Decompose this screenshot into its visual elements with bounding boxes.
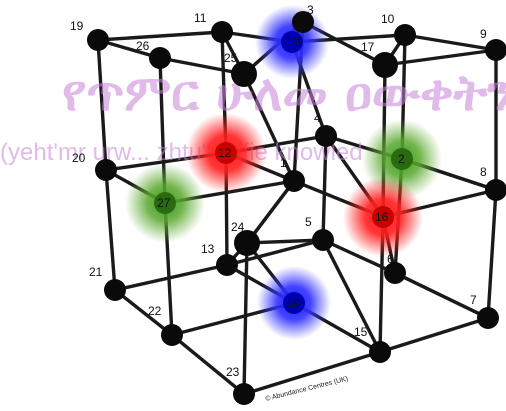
- node-19: [87, 29, 109, 51]
- node-label-1: 1: [280, 156, 287, 170]
- node-label-12: 12: [218, 146, 232, 160]
- node-27: [154, 192, 176, 214]
- node-13: [216, 254, 238, 276]
- node-4: [315, 125, 337, 147]
- edge-24-23: [242, 241, 249, 396]
- node-label-25: 25: [224, 51, 238, 65]
- node-22: [161, 324, 183, 346]
- watermark-transliteration: (yeht'mr urw... zhtu"unifie knowled: [0, 139, 363, 166]
- node-20: [95, 159, 117, 181]
- node-9: [485, 39, 506, 61]
- node-label-22: 22: [148, 304, 162, 318]
- node-label-4: 4: [314, 111, 321, 125]
- edge-6-7: [393, 271, 490, 320]
- node-label-15: 15: [354, 325, 368, 339]
- edge-4-5: [321, 134, 328, 242]
- node-label-13: 13: [201, 242, 215, 256]
- copyright-credit: © Abundance Centres (UK): [265, 375, 349, 403]
- node-18: [281, 31, 303, 53]
- edge-19-20: [96, 38, 108, 172]
- node-5: [312, 229, 334, 251]
- node-label-19: 19: [70, 19, 84, 33]
- node-label-26: 26: [136, 39, 150, 53]
- node-14: [283, 292, 305, 314]
- node-label-16: 16: [375, 210, 389, 224]
- nodes-layer: [87, 11, 506, 405]
- node-label-21: 21: [89, 265, 103, 279]
- edge-19-11: [96, 30, 224, 42]
- node-2: [391, 148, 413, 170]
- node-10: [394, 24, 416, 46]
- node-label-6: 6: [387, 252, 394, 266]
- node-label-17: 17: [361, 40, 375, 54]
- edge-21-13: [113, 263, 229, 292]
- node-label-2: 2: [398, 152, 405, 166]
- edge-5-15: [321, 238, 382, 354]
- node-21: [104, 279, 126, 301]
- node-label-8: 8: [480, 165, 487, 179]
- node-label-5: 5: [305, 215, 312, 229]
- node-26: [149, 47, 171, 69]
- node-11: [211, 21, 233, 43]
- edge-8-7: [486, 188, 498, 320]
- edge-23-15: [242, 350, 382, 396]
- node-16: [372, 206, 394, 228]
- node-15: [369, 341, 391, 363]
- node-7: [477, 307, 499, 329]
- node-label-10: 10: [381, 12, 395, 26]
- edge-13-5: [225, 238, 325, 267]
- edge-26-25: [158, 56, 246, 76]
- node-1: [283, 170, 305, 192]
- node-25: [231, 61, 257, 87]
- edge-21-22: [113, 288, 174, 337]
- node-12: [215, 142, 237, 164]
- node-label-27: 27: [157, 196, 171, 210]
- node-label-23: 23: [226, 365, 240, 379]
- edge-25-1: [242, 72, 296, 183]
- node-label-18: 18: [288, 35, 302, 49]
- node-3: [292, 11, 314, 33]
- glow-layer: [125, 5, 442, 340]
- edge-15-7: [378, 316, 490, 354]
- node-label-20: 20: [72, 151, 86, 165]
- node-23: [233, 383, 255, 405]
- node-label-9: 9: [480, 27, 487, 41]
- node-label-11: 11: [194, 11, 207, 25]
- node-6: [384, 262, 406, 284]
- edge-22-23: [170, 333, 246, 396]
- node-label-24: 24: [231, 220, 245, 234]
- edge-20-21: [104, 168, 117, 292]
- node-8: [485, 179, 506, 201]
- node-17: [372, 52, 398, 78]
- node-label-14: 14: [286, 296, 300, 310]
- node-label-7: 7: [470, 293, 477, 307]
- edge-10-9: [403, 33, 498, 52]
- node-label-3: 3: [307, 3, 314, 17]
- node-24: [234, 230, 260, 256]
